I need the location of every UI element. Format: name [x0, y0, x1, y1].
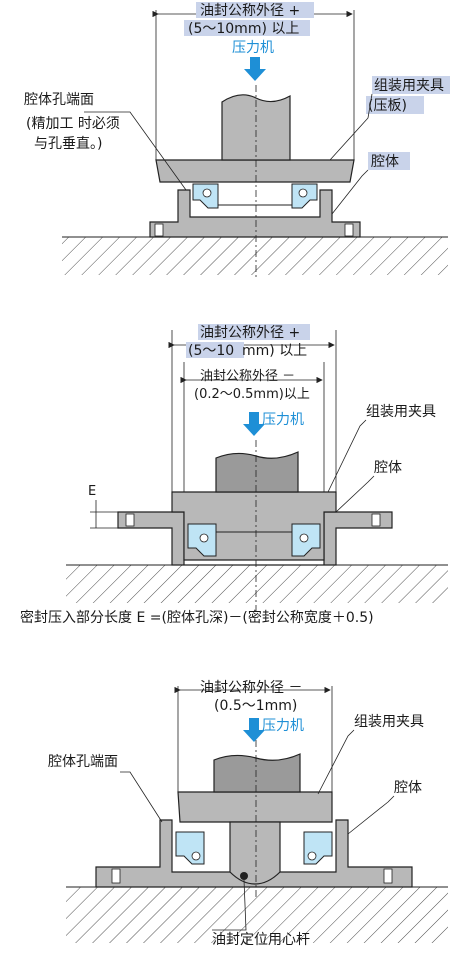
dimension-label: 油封公称外径 －: [200, 369, 295, 384]
face-note: 与孔垂直。): [34, 135, 102, 152]
face-title: 腔体孔端面: [24, 92, 94, 108]
dimension-label: 油封公称外径 －: [200, 680, 302, 696]
figure-1: 油封公称外径 + (5～10mm) 以上 压力机 腔体孔端面 (精加工 时必须 …: [24, 2, 450, 280]
housing-label: 腔体: [371, 154, 399, 170]
housing-label: 腔体: [374, 460, 402, 476]
ground-hatch: [62, 237, 448, 275]
mandrel: [229, 821, 281, 885]
jig-label: 组装用夹具: [374, 78, 444, 94]
mandrel-label: 油封定位用心杆: [212, 932, 310, 948]
press-shaft: [213, 753, 301, 793]
press-shaft: [215, 451, 299, 493]
dimension-label: (0.2～0.5mm)以上: [194, 387, 310, 402]
press-label: 压力机: [262, 412, 304, 428]
dimension-highlight: [184, 20, 310, 36]
housing-label: 腔体: [394, 780, 422, 796]
press-label: 压力机: [232, 40, 274, 56]
dimension-label: (5～10mm) 以上: [188, 21, 299, 37]
dimension-label: mm) 以上: [242, 343, 307, 359]
housing-highlight: [368, 152, 410, 170]
ground-hatch: [66, 565, 448, 603]
jig-highlight: [372, 76, 450, 94]
oil-seal-right: [303, 831, 333, 865]
press-plate: [155, 159, 355, 183]
dimension-label: 油封公称外径 +: [200, 3, 300, 19]
jig-label: (压板): [368, 98, 407, 114]
housing: [117, 511, 393, 566]
dimension-label: 油封公称外径 +: [200, 325, 300, 341]
assembly-jig: [177, 791, 333, 823]
press-shaft: [221, 94, 291, 161]
housing: [149, 189, 361, 238]
dimension-label: (0.5～1mm): [214, 698, 297, 714]
press-arrow-icon: [244, 57, 266, 81]
face-label: 腔体孔端面: [48, 754, 118, 770]
e-label: E: [88, 484, 96, 499]
press-arrow-icon: [243, 718, 265, 742]
jig-label: 组装用夹具: [366, 404, 436, 420]
face-note: (精加工 时必须: [26, 116, 120, 132]
oil-seal-left: [175, 831, 205, 865]
press-label: 压力机: [262, 718, 304, 734]
dimension-label: (5～10: [188, 343, 234, 359]
figure-2: 油封公称外径 + (5～10 mm) 以上 油封公称外径 － (0.2～0.5m…: [20, 324, 448, 626]
ground-hatch: [66, 887, 448, 943]
dimension-highlight: [196, 2, 314, 18]
dimension-highlight: [198, 324, 310, 340]
press-arrow-icon: [243, 412, 265, 436]
jig-highlight: [366, 96, 424, 114]
dimension-highlight: [186, 342, 244, 358]
jig-label: 组装用夹具: [354, 714, 424, 730]
figure-3: 油封公称外径 － (0.5～1mm) 压力机 组装用夹具 腔体孔端面 腔体 油封…: [48, 680, 448, 948]
formula: 密封压入部分长度 E =(腔体孔深)－(密封公称宽度＋0.5): [20, 609, 374, 626]
